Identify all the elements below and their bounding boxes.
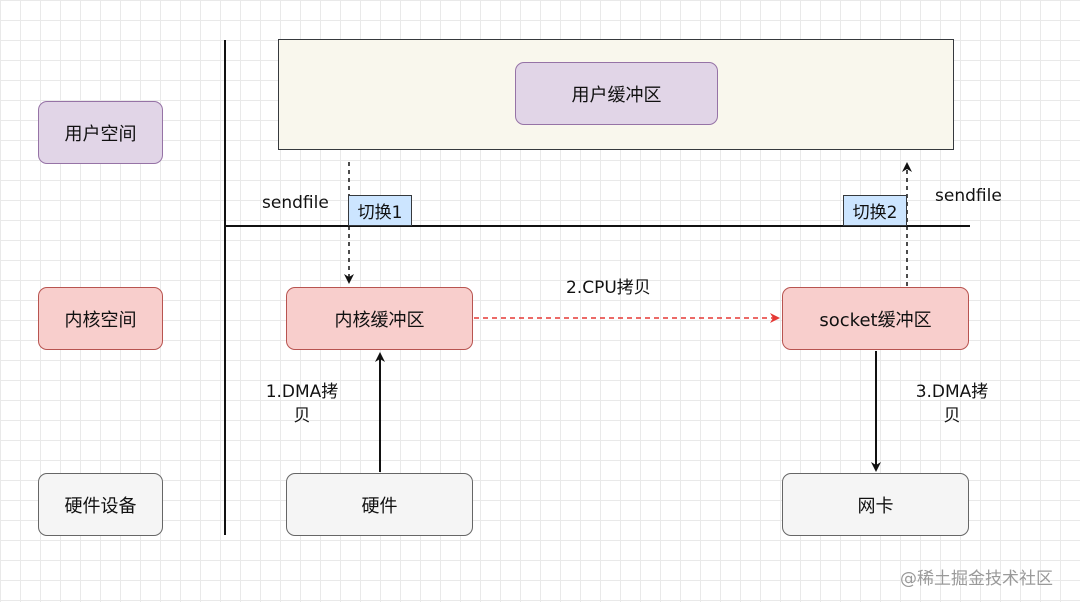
kernel-buffer-text: 内核缓冲区 (334, 309, 425, 331)
dma-copy-1-label: 1.DMA拷贝 (265, 382, 339, 426)
switch-1-text: 切换1 (357, 203, 403, 223)
user-buffer-text: 用户缓冲区 (571, 84, 662, 106)
dma-copy-3-label: 3.DMA拷贝 (915, 382, 989, 426)
nic-text: 网卡 (857, 495, 894, 517)
sendfile-right-label: sendfile (935, 186, 1002, 206)
kernel-buffer-node: 内核缓冲区 (286, 287, 473, 350)
cpu-copy-label: 2.CPU拷贝 (566, 278, 651, 298)
switch-2-tag: 切换2 (843, 195, 907, 226)
watermark: @稀土掘金技术社区 (900, 569, 1053, 589)
sendfile-left-label: sendfile (262, 193, 329, 213)
socket-buffer-node: socket缓冲区 (782, 287, 969, 350)
socket-buffer-text: socket缓冲区 (819, 309, 932, 331)
row-label-hardware-text: 硬件设备 (64, 495, 137, 517)
row-label-user-space-text: 用户空间 (64, 123, 137, 145)
hardware-node: 硬件 (286, 473, 473, 536)
switch-1-tag: 切换1 (348, 195, 412, 226)
user-buffer-node: 用户缓冲区 (515, 62, 718, 125)
switch-2-text: 切换2 (852, 203, 898, 223)
row-label-user-space: 用户空间 (38, 101, 163, 164)
row-label-hardware: 硬件设备 (38, 473, 163, 536)
nic-node: 网卡 (782, 473, 969, 536)
row-label-kernel-space-text: 内核空间 (64, 309, 137, 331)
hardware-text: 硬件 (361, 495, 398, 517)
row-label-kernel-space: 内核空间 (38, 287, 163, 350)
